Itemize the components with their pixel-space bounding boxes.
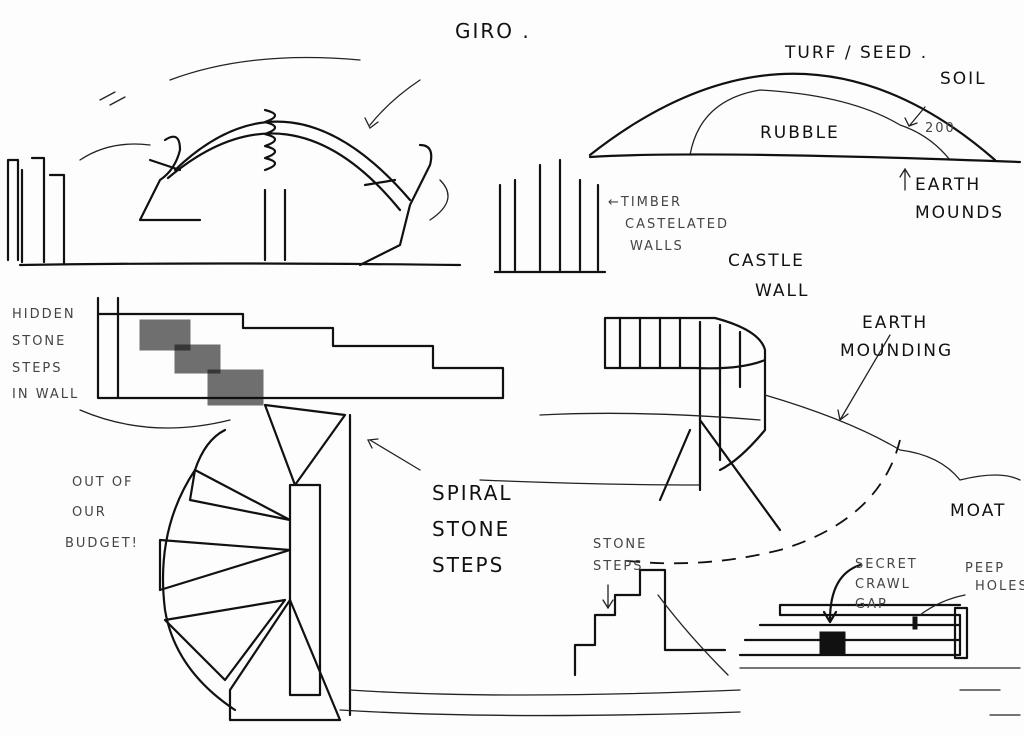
label-hidden-1: HIDDEN [12,307,76,322]
labels: GIRO . TURF / SEED . SOIL RUBBLE 200 EAR… [12,19,1024,612]
label-turf-seed: TURF / SEED . [784,43,928,63]
label-budget-2: OUR [72,505,107,520]
ground-lines [339,689,741,717]
spiral-steps-drawing [79,403,421,722]
label-timber-3: WALLS [630,239,684,254]
label-earth-mounds-2: MOUNDS [915,203,1004,223]
label-spiral-3: STEPS [432,553,504,577]
hidden-steps-drawing [96,296,505,406]
label-earth-mounds-1: EARTH [915,175,981,195]
label-dimension: 200 [925,121,956,136]
castle-wall-drawing [479,316,1021,565]
label-stone-steps-1: STONE [593,537,647,552]
label-rubble: RUBBLE [760,123,840,143]
label-hidden-2: STONE [12,334,66,349]
label-earth-mounding-2: MOUNDING [840,341,953,361]
label-giro: GIRO . [455,19,531,43]
label-spiral-2: STONE [432,517,510,541]
label-budget-1: OUT OF [72,475,134,490]
label-castle-wall-1: CASTLE [728,251,805,271]
label-peep-2: HOLES [975,579,1024,594]
label-secret-2: CRAWL [855,577,911,592]
giro-drawing [6,56,462,267]
stone-steps-drawing [573,563,1021,716]
label-castle-wall-2: WALL [755,281,809,301]
label-secret-1: SECRET [855,557,918,572]
earth-mound-drawing [493,72,1022,274]
label-moat: MOAT [950,501,1006,521]
label-stone-steps-2: STEPS [593,559,644,574]
label-timber-2: CASTELATED [625,217,729,232]
label-timber-1: ←TIMBER [608,195,682,210]
label-spiral-1: SPIRAL [432,481,513,505]
label-secret-3: GAP [855,597,888,612]
label-peep-1: PEEP [965,561,1005,576]
label-hidden-4: IN WALL [12,387,79,402]
label-budget-3: BUDGET! [65,536,139,551]
label-soil: SOIL [940,69,987,89]
label-hidden-3: STEPS [12,361,63,376]
label-earth-mounding-1: EARTH [862,313,928,333]
